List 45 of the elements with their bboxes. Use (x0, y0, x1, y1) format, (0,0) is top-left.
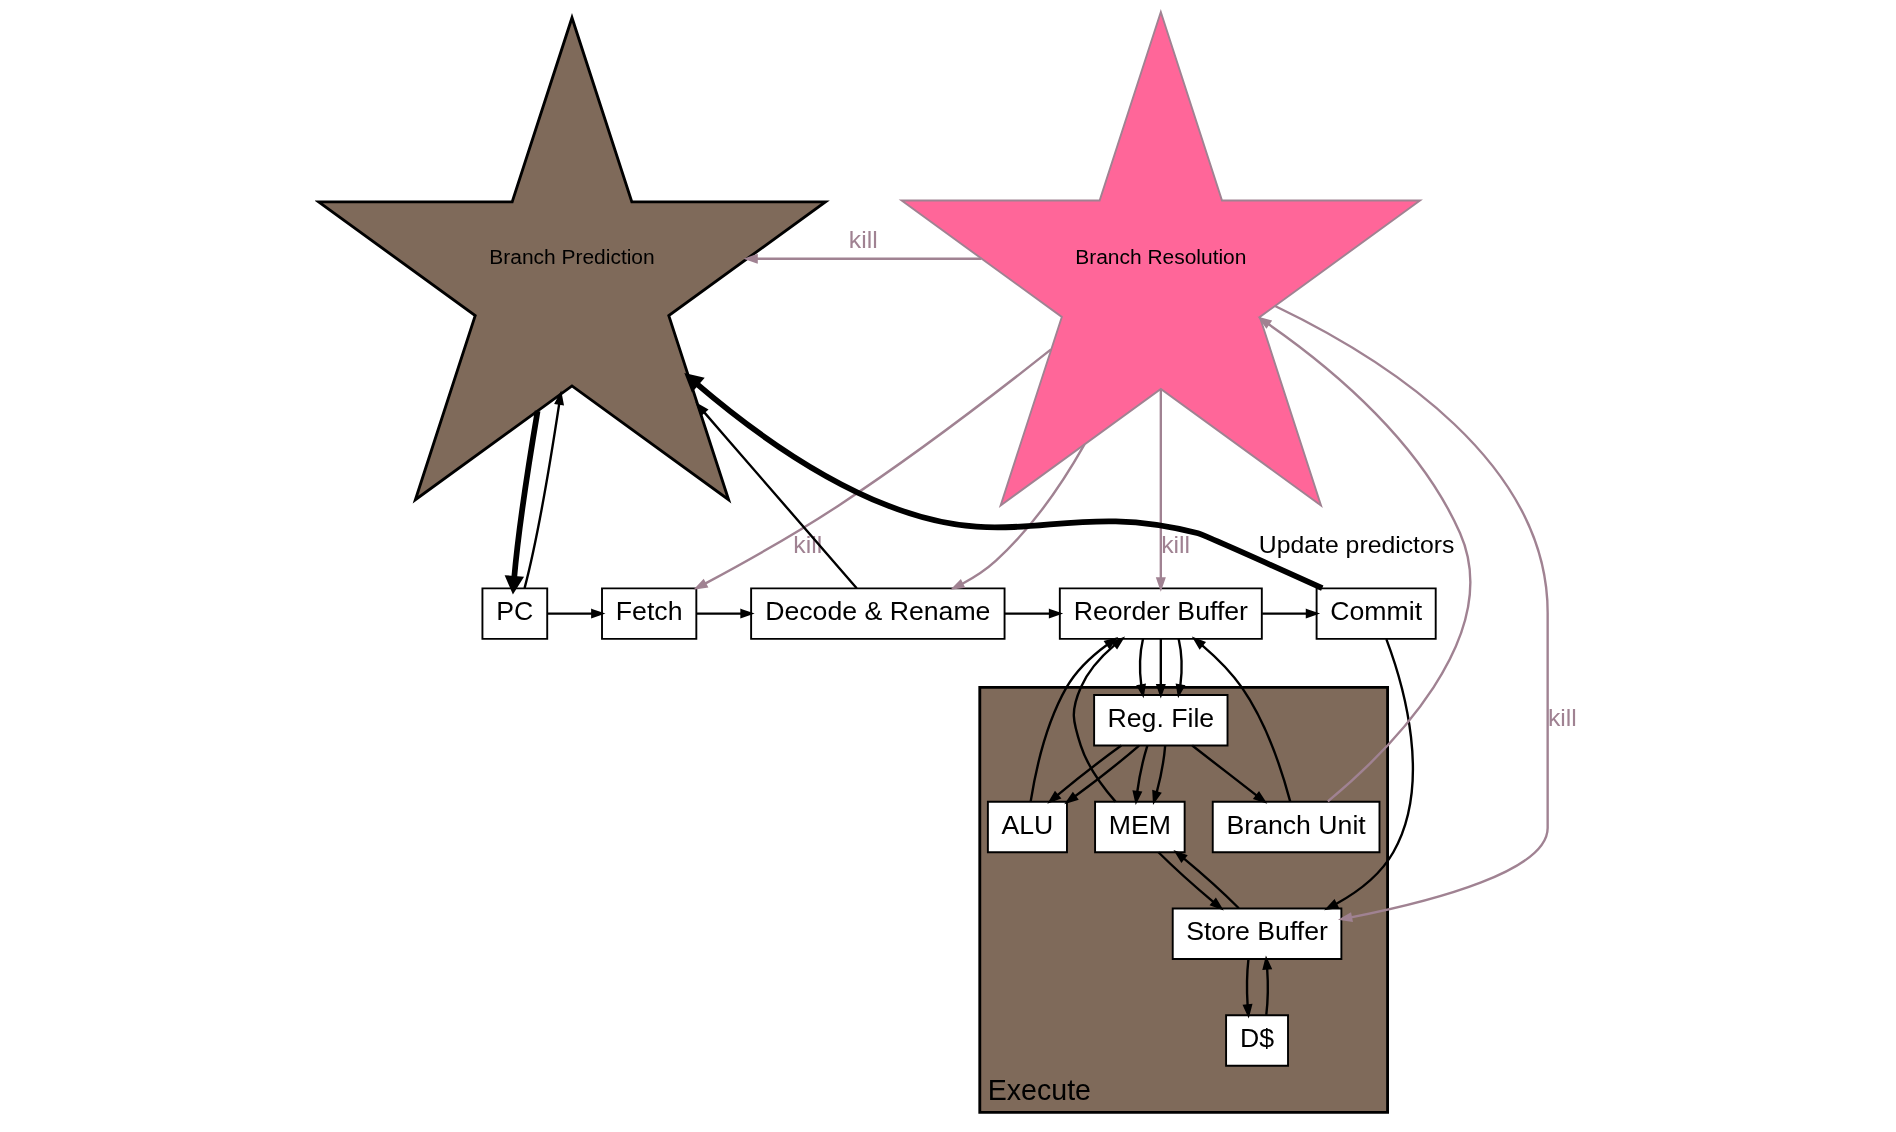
arrow (547, 608, 606, 619)
arrow (523, 390, 565, 589)
arrow (1072, 636, 1126, 803)
node-box: Reorder Buffer (1058, 587, 1263, 640)
node-box: D$ (1225, 1014, 1289, 1067)
arrow (695, 402, 858, 589)
arrow (1262, 955, 1273, 1016)
edge-label: kill (1161, 530, 1191, 558)
arrow (1004, 608, 1064, 619)
arrow (1157, 851, 1224, 911)
arrow (1064, 744, 1140, 805)
node-box: PC (481, 587, 549, 640)
arrow (1047, 744, 1122, 804)
node-box: MEM (1094, 800, 1186, 854)
arrow (684, 373, 1324, 591)
node-box: Commit (1315, 587, 1437, 640)
arrow (504, 410, 541, 595)
arrow (1324, 638, 1414, 911)
arrow (1155, 389, 1166, 592)
arrow (1155, 638, 1166, 699)
arrow (693, 348, 1052, 590)
arrow (1152, 745, 1167, 805)
node-box: Store Buffer (1171, 907, 1343, 960)
arrow (1274, 304, 1549, 923)
node-box: Reg. File (1093, 694, 1229, 747)
edge-label: Update predictors (1258, 530, 1455, 558)
arrow (743, 253, 982, 264)
arrow (1191, 744, 1268, 804)
arrow (1132, 745, 1149, 806)
arrow (1173, 850, 1240, 910)
arrow (1029, 636, 1119, 802)
edge-label: kill (848, 226, 878, 254)
arrow (1175, 638, 1186, 699)
arrow (696, 608, 755, 619)
node-box: Decode & Rename (750, 587, 1006, 640)
arrow (1136, 638, 1146, 699)
edge-label: kill (1547, 704, 1577, 732)
node-box: Fetch (601, 587, 698, 640)
arrow (1257, 316, 1472, 803)
node-box: ALU (986, 800, 1068, 854)
arrow (1262, 608, 1321, 619)
arrow (1242, 958, 1253, 1019)
arrow (1191, 636, 1292, 802)
arrow (950, 443, 1086, 590)
node-box: Branch Unit (1211, 800, 1381, 854)
